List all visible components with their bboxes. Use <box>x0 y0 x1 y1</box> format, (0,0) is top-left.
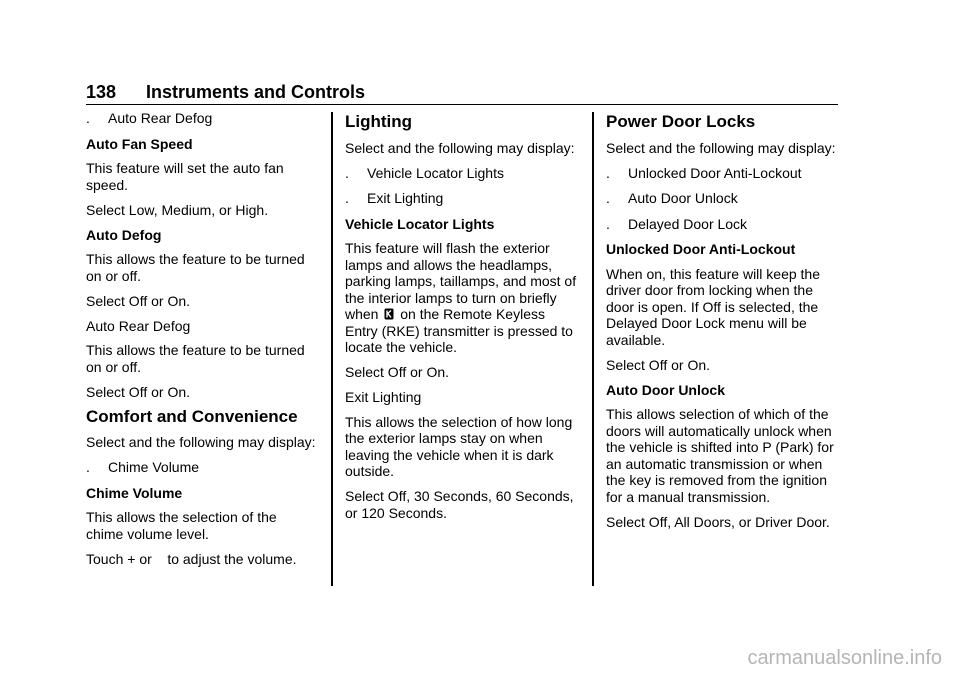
list-item: . Unlocked Door Anti-Lockout <box>606 165 841 182</box>
paragraph: This allows selection of which of the do… <box>606 406 834 505</box>
list-item: . Exit Lighting <box>345 190 580 207</box>
subheading: Vehicle Locator Lights <box>345 215 495 232</box>
paragraph-text: This feature will flash the exterior lam… <box>345 240 577 322</box>
paragraph: When on, this feature will keep the driv… <box>606 265 821 348</box>
column-divider <box>592 112 594 586</box>
paragraph: This allows the feature to be turned on … <box>86 342 305 375</box>
paragraph: Select and the following may display: <box>345 139 575 156</box>
subheading: Auto Fan Speed <box>86 135 193 152</box>
paragraph: Select Off, 30 Seconds, 60 Seconds, or 1… <box>345 488 574 521</box>
paragraph: This allows the feature to be turned on … <box>86 251 305 284</box>
bullet-dot: . <box>606 164 610 181</box>
bullet-dot: . <box>345 190 349 206</box>
subheading: Auto Rear Defog <box>86 317 191 334</box>
subheading: Auto Defog <box>86 226 162 243</box>
paragraph: Select and the following may display: <box>606 139 836 156</box>
section-title: Lighting <box>345 112 413 131</box>
section-title: Comfort and Convenience <box>86 406 298 426</box>
list-item: . Delayed Door Lock <box>606 216 841 233</box>
list-item: . Vehicle Locator Lights <box>345 165 580 182</box>
paragraph: This feature will set the auto fan speed… <box>86 160 284 193</box>
paragraph: Select Low, Medium, or High. <box>86 201 269 218</box>
key-fob-icon <box>384 308 394 320</box>
list-item: . Auto Door Unlock <box>606 190 841 207</box>
watermark: carmanualsonline.info <box>747 647 942 669</box>
bullet-dot: . <box>86 459 90 475</box>
list-item-label: Unlocked Door Anti-Lockout <box>628 164 802 181</box>
list-item-label: Vehicle Locator Lights <box>367 164 504 181</box>
bullet-dot: . <box>606 215 610 232</box>
paragraph: Select Off, All Doors, or Driver Door. <box>606 513 830 530</box>
list-item-label: Exit Lighting <box>367 190 444 206</box>
paragraph: Select Off or On. <box>86 292 191 309</box>
column-left: . Auto Rear Defog Auto Fan Speed This fe… <box>86 110 316 576</box>
subheading: Unlocked Door Anti-Lockout <box>606 241 796 257</box>
bullet-dot: . <box>606 190 610 206</box>
chapter-title: Instruments and Controls <box>146 82 366 102</box>
page-header: 138 Instruments and Controls <box>86 80 838 105</box>
subheading: Auto Door Unlock <box>606 381 725 398</box>
paragraph: This allows the selection of the chime v… <box>86 509 277 542</box>
bullet-dot: . <box>86 110 90 126</box>
paragraph: Select Off or On. <box>345 364 450 380</box>
column-middle: Lighting Select and the following may di… <box>345 110 580 530</box>
column-divider <box>331 112 333 586</box>
list-item-label: Delayed Door Lock <box>628 215 748 232</box>
paragraph: Select Off or On. <box>86 383 191 400</box>
bullet-dot: . <box>345 164 349 181</box>
column-right: Power Door Locks Select and the followin… <box>606 110 841 539</box>
list-item-label: Chime Volume <box>108 459 200 475</box>
page-number: 138 <box>86 82 117 102</box>
paragraph: This allows the selection of how long th… <box>345 413 573 480</box>
list-item-label: Auto Rear Defog <box>108 110 213 126</box>
section-title: Power Door Locks <box>606 112 756 131</box>
subheading: Chime Volume <box>86 484 183 501</box>
subheading: Exit Lighting <box>345 389 422 405</box>
paragraph: Touch + or to adjust the volume. <box>86 550 297 567</box>
paragraph: This feature will flash the exterior lam… <box>345 240 580 356</box>
list-item: . Chime Volume <box>86 459 316 476</box>
paragraph: Select Off or On. <box>606 356 711 373</box>
paragraph: Select and the following may display: <box>86 434 316 450</box>
list-item-label: Auto Door Unlock <box>628 190 738 206</box>
paragraph-text: on the Remote Keyless Entry (RKE) transm… <box>345 306 573 355</box>
list-item: . Auto Rear Defog <box>86 110 316 127</box>
